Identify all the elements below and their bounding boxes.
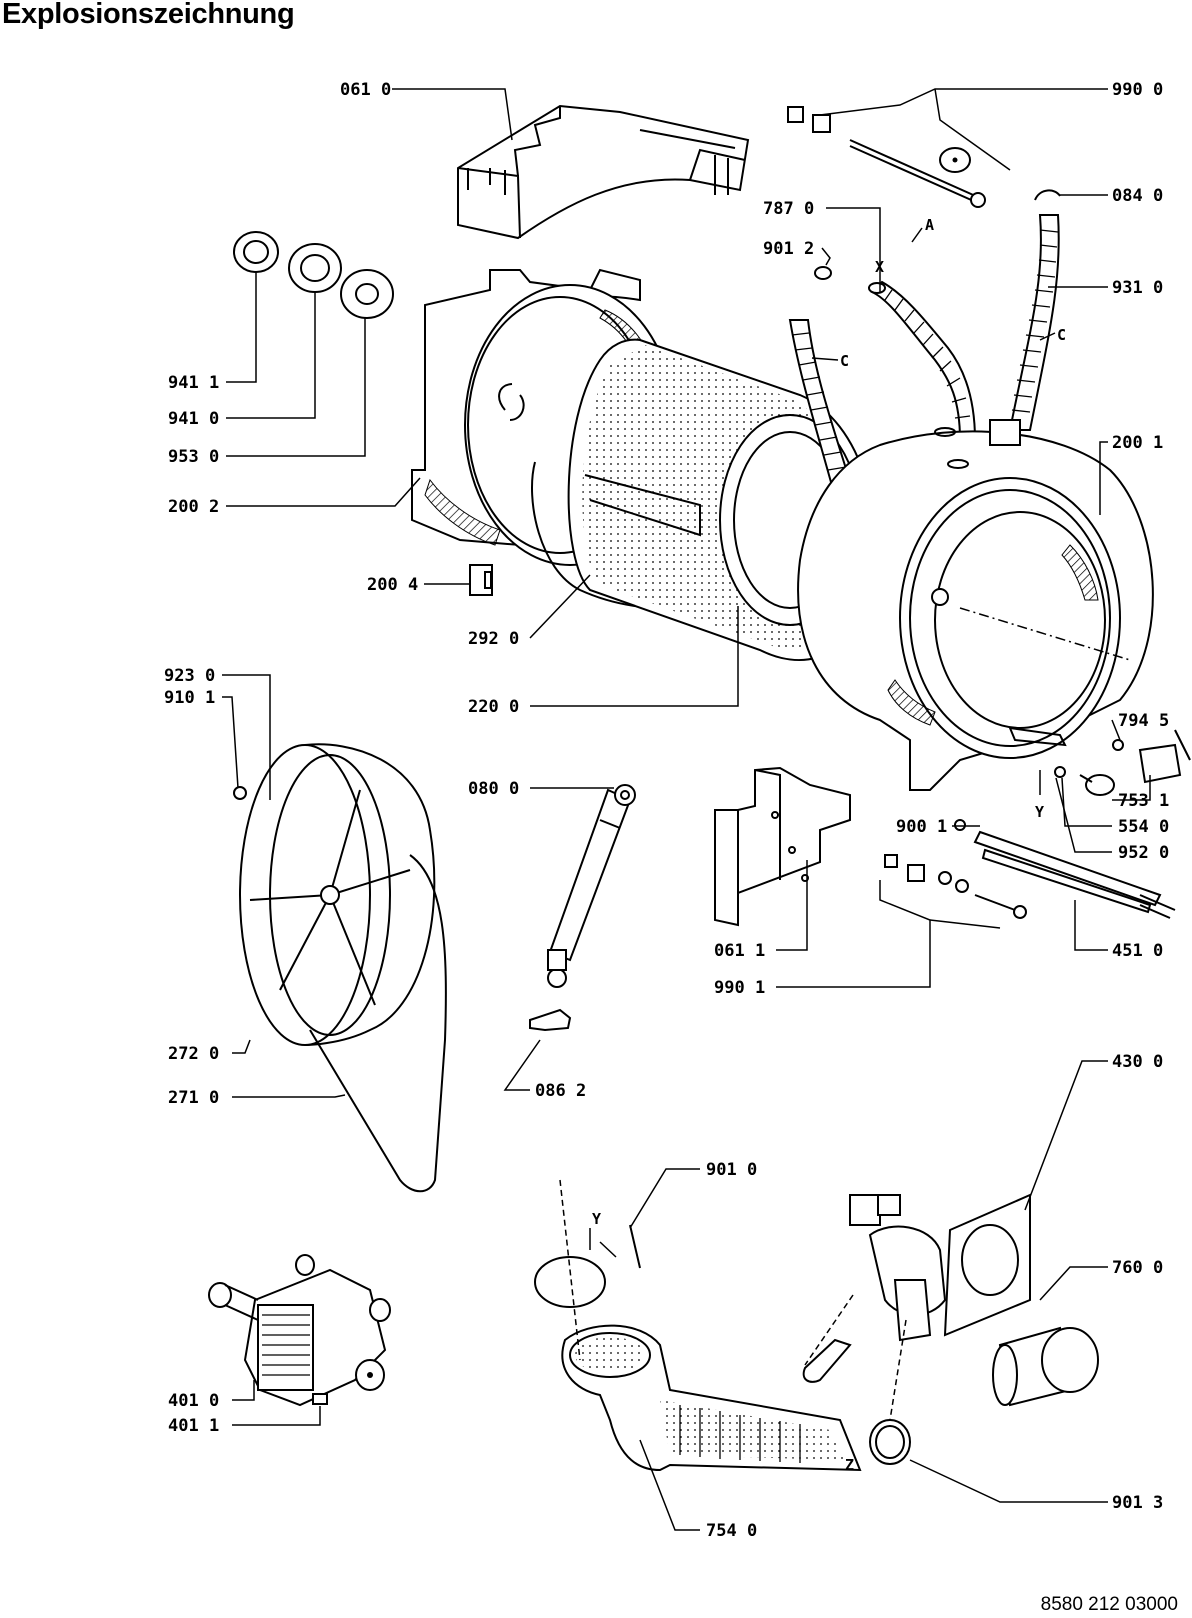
mark-y-tub: Y	[1035, 803, 1044, 821]
label-292-0: 292 0	[468, 629, 519, 649]
heater-nut-drawing	[954, 819, 966, 831]
label-941-1: 941 1	[168, 373, 219, 393]
label-923-0: 923 0	[164, 666, 215, 686]
sump-hose-drawing	[561, 1324, 862, 1472]
drive-belt-drawing	[309, 854, 447, 1193]
mark-y-seal: Y	[592, 1210, 601, 1228]
shaft-seal-drawing	[340, 269, 394, 319]
label-451-0: 451 0	[1112, 941, 1163, 961]
clip-drawing	[1034, 189, 1061, 201]
screw-set-front-drawing	[884, 854, 1027, 919]
label-061-0: 061 0	[340, 80, 391, 100]
hose-right-drawing	[1008, 214, 1060, 431]
mark-x: X	[875, 258, 884, 276]
label-901-3: 901 3	[1112, 1493, 1163, 1513]
label-200-4: 200 4	[367, 575, 418, 595]
shock-absorber-drawing	[547, 784, 636, 988]
label-080-0: 080 0	[468, 779, 519, 799]
label-401-1: 401 1	[168, 1416, 219, 1436]
label-753-1: 753 1	[1118, 791, 1169, 811]
gasket-ring-small-drawing	[1112, 739, 1124, 751]
page-title: Explosionszeichnung	[2, 0, 295, 30]
label-910-1: 910 1	[164, 688, 215, 708]
thermostat-drawing	[1138, 729, 1191, 784]
mark-c-right: C	[1057, 326, 1066, 344]
label-760-0: 760 0	[1112, 1258, 1163, 1278]
filter-drawing	[992, 1326, 1099, 1407]
label-401-0: 401 0	[168, 1391, 219, 1411]
bearing-small-drawing	[233, 231, 279, 273]
front-panel-drawing	[714, 766, 851, 927]
front-tub-drawing	[797, 419, 1154, 791]
top-cover-drawing	[457, 104, 750, 240]
label-200-1: 200 1	[1112, 433, 1163, 453]
hose-centre-drawing	[814, 266, 977, 441]
label-084-0: 084 0	[1112, 186, 1163, 206]
pump-housing-drawing	[849, 1193, 1031, 1342]
label-990-1: 990 1	[714, 978, 765, 998]
mark-a: A	[925, 216, 934, 234]
label-990-0: 990 0	[1112, 80, 1163, 100]
label-787-0: 787 0	[763, 199, 814, 219]
motor-clip-drawing	[312, 1393, 328, 1405]
nut-drawing	[233, 786, 247, 800]
label-554-0: 554 0	[1118, 817, 1169, 837]
label-086-2: 086 2	[535, 1081, 586, 1101]
document-number: 8580 212 03000	[1040, 1594, 1178, 1615]
leader-lines	[222, 88, 1151, 1531]
label-272-0: 272 0	[168, 1044, 219, 1064]
label-794-5: 794 5	[1118, 711, 1169, 731]
label-901-2: 901 2	[763, 239, 814, 259]
label-061-1: 061 1	[714, 941, 765, 961]
screw-set-top-drawing	[787, 106, 986, 208]
label-931-0: 931 0	[1112, 278, 1163, 298]
label-220-0: 220 0	[468, 697, 519, 717]
sump-seal-drawing	[534, 1224, 641, 1308]
heater-drawing	[973, 830, 1176, 919]
label-200-2: 200 2	[168, 497, 219, 517]
label-901-0: 901 0	[706, 1160, 757, 1180]
label-430-0: 430 0	[1112, 1052, 1163, 1072]
bearing-large-drawing	[288, 243, 342, 293]
tub-clip-drawing	[469, 564, 493, 596]
label-754-0: 754 0	[706, 1521, 757, 1541]
pulley-drawing	[239, 743, 436, 1046]
label-953-0: 953 0	[168, 447, 219, 467]
label-941-0: 941 0	[168, 409, 219, 429]
label-900-1: 900 1	[896, 817, 947, 837]
mark-z: Z	[845, 1456, 854, 1474]
label-952-0: 952 0	[1118, 843, 1169, 863]
sensor-drawing	[1079, 774, 1115, 796]
mark-c-left: C	[840, 352, 849, 370]
shock-clip-drawing	[529, 1008, 572, 1032]
label-271-0: 271 0	[168, 1088, 219, 1108]
hose-clamp-drawing	[804, 1294, 911, 1465]
pump-hose-drawing	[802, 1338, 852, 1383]
ntc-washer-drawing	[1054, 766, 1066, 778]
motor-drawing	[208, 1254, 391, 1407]
